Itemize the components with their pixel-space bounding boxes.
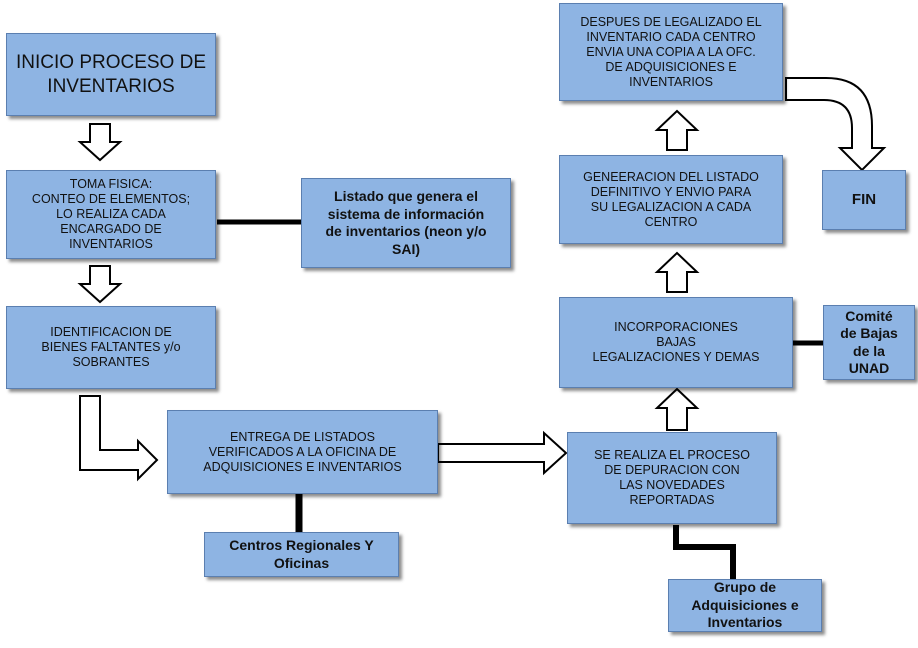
link-depuracion-to-grupo	[673, 525, 736, 579]
listado-sistema-label: Listado que genera el sistema de informa…	[325, 188, 487, 257]
arrow-up-incorporaciones-to-generacion	[654, 251, 700, 293]
arrow-up-depuracion-to-incorporaciones	[654, 387, 700, 431]
toma-fisica-label: TOMA FISICA: CONTEO DE ELEMENTOS; LO REA…	[31, 177, 191, 251]
entrega-box: ENTREGA DE LISTADOS VERIFICADOS A LA OFI…	[167, 410, 438, 494]
toma-fisica-box: TOMA FISICA: CONTEO DE ELEMENTOS; LO REA…	[6, 170, 216, 259]
arrow-down-inicio-to-toma	[77, 123, 123, 162]
centros-regionales-label: Centros Regionales Y Oficinas	[229, 537, 374, 571]
identificacion-box: IDENTIFICACION DE BIENES FALTANTES y/o S…	[6, 306, 216, 389]
grupo-adquisiciones-label: Grupo de Adquisiciones e Inventarios	[691, 579, 799, 631]
generacion-label: GENEERACION DEL LISTADO DEFINITIVO Y ENV…	[583, 169, 759, 229]
identificacion-label: IDENTIFICACION DE BIENES FALTANTES y/o S…	[41, 325, 181, 369]
inicio-label: INICIO PROCESO DE INVENTARIOS	[15, 51, 207, 97]
grupo-adquisiciones-box: Grupo de Adquisiciones e Inventarios	[668, 579, 822, 632]
arrow-bent-identificacion-to-entrega	[79, 395, 159, 482]
arrow-right-entrega-to-depuracion	[437, 430, 568, 476]
arrow-up-generacion-to-despues	[654, 109, 700, 151]
incorporaciones-box: INCORPORACIONES BAJAS LEGALIZACIONES Y D…	[559, 297, 793, 388]
listado-sistema-box: Listado que genera el sistema de informa…	[301, 178, 511, 268]
despues-box: DESPUES DE LEGALIZADO EL INVENTARIO CADA…	[559, 3, 783, 101]
entrega-label: ENTREGA DE LISTADOS VERIFICADOS A LA OFI…	[203, 429, 402, 474]
inicio-box: INICIO PROCESO DE INVENTARIOS	[6, 33, 216, 116]
despues-label: DESPUES DE LEGALIZADO EL INVENTARIO CADA…	[580, 14, 762, 89]
depuracion-label: SE REALIZA EL PROCESO DE DEPURACION CON …	[594, 448, 750, 507]
fin-box: FIN	[822, 170, 906, 230]
incorporaciones-label: INCORPORACIONES BAJAS LEGALIZACIONES Y D…	[592, 320, 760, 364]
comite-label: Comité de Bajas de la UNAD	[840, 307, 898, 377]
arrow-curved-despues-to-fin	[785, 77, 887, 172]
arrow-down-toma-to-identificacion	[77, 265, 123, 304]
fin-label: FIN	[851, 190, 877, 208]
comite-box: Comité de Bajas de la UNAD	[823, 305, 915, 380]
centros-regionales-box: Centros Regionales Y Oficinas	[204, 532, 399, 577]
generacion-box: GENEERACION DEL LISTADO DEFINITIVO Y ENV…	[559, 155, 783, 244]
depuracion-box: SE REALIZA EL PROCESO DE DEPURACION CON …	[567, 432, 777, 524]
